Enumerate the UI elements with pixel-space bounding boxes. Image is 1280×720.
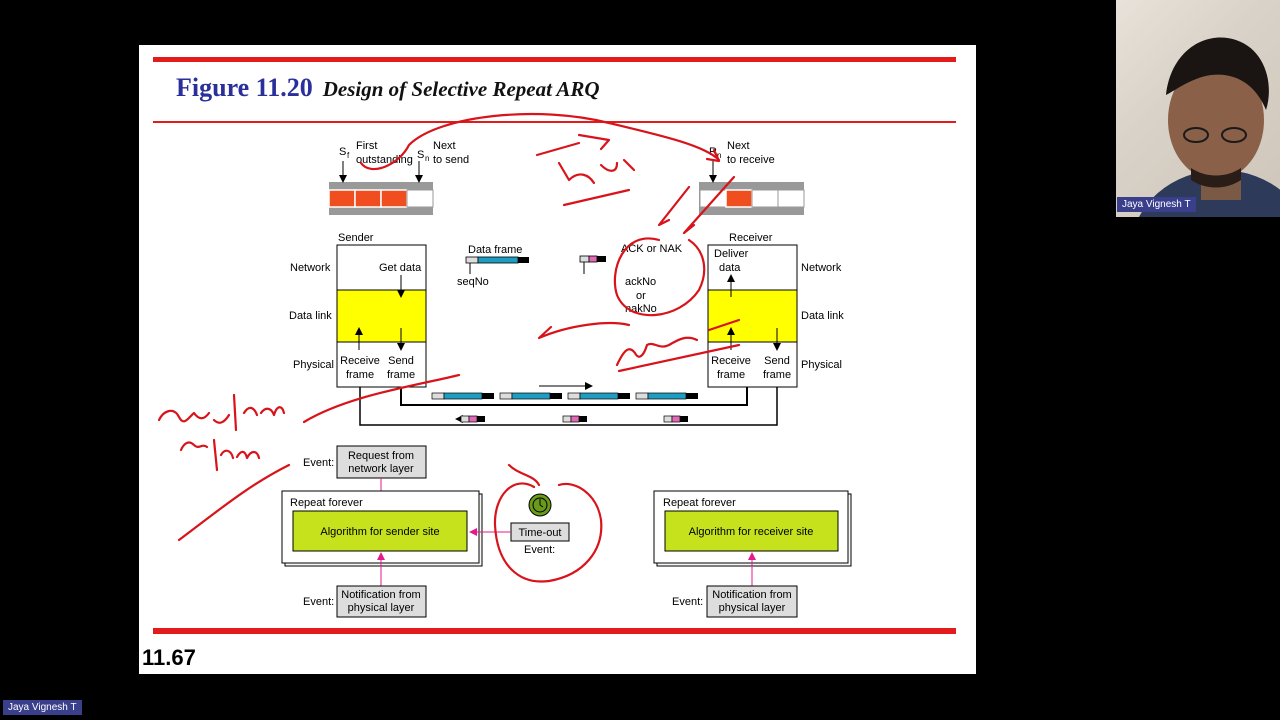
bottom-red-bar xyxy=(153,628,956,634)
svg-text:outstanding: outstanding xyxy=(356,154,413,166)
svg-text:Receive: Receive xyxy=(711,355,751,367)
sender-algorithm-label: Algorithm for sender site xyxy=(320,526,439,538)
svg-text:Physical: Physical xyxy=(801,359,842,371)
data-frame-legend: Data frame seqNo xyxy=(457,244,529,288)
svg-text:Physical: Physical xyxy=(293,359,334,371)
svg-text:Repeat forever: Repeat forever xyxy=(290,497,363,509)
svg-text:Network: Network xyxy=(801,262,842,274)
frame-ack-2 xyxy=(562,415,587,423)
svg-text:Event:: Event: xyxy=(303,457,334,469)
svg-text:Receiver: Receiver xyxy=(729,232,773,244)
participant-video[interactable]: Jaya Vignesh T xyxy=(1116,0,1280,217)
receiver-window: R n Next to receive xyxy=(699,140,805,215)
svg-text:or: or xyxy=(636,290,646,302)
svg-text:to receive: to receive xyxy=(727,154,775,166)
svg-text:Request from: Request from xyxy=(348,450,414,462)
figure-subtitle: Design of Selective Repeat ARQ xyxy=(322,77,600,101)
svg-text:ackNo: ackNo xyxy=(625,276,656,288)
receiver-events: Repeat forever Algorithm for receiver si… xyxy=(653,490,852,618)
figure-number: Figure 11.20 xyxy=(176,73,313,102)
frame-ack-3 xyxy=(663,415,688,423)
frame-data-3 xyxy=(567,392,630,400)
svg-text:Deliver: Deliver xyxy=(714,248,749,260)
corner-name-tag: Jaya Vignesh T xyxy=(3,700,82,715)
svg-text:to send: to send xyxy=(433,154,469,166)
physical-channel xyxy=(359,382,778,426)
sf-label: S xyxy=(339,146,346,158)
svg-text:seqNo: seqNo xyxy=(457,276,489,288)
svg-text:Data link: Data link xyxy=(289,310,332,322)
svg-text:Sender: Sender xyxy=(338,232,374,244)
figure-title: Figure 11.20 Design of Selective Repeat A… xyxy=(176,73,600,103)
svg-text:Data frame: Data frame xyxy=(468,244,522,256)
frame-data-1 xyxy=(431,392,494,400)
svg-text:frame: frame xyxy=(717,369,745,381)
svg-text:Next: Next xyxy=(727,140,750,152)
svg-text:Notification from: Notification from xyxy=(712,589,791,601)
svg-text:Event:: Event: xyxy=(303,596,334,608)
svg-text:f: f xyxy=(347,151,350,160)
receiver-algorithm-label: Algorithm for receiver site xyxy=(689,526,814,538)
svg-text:First: First xyxy=(356,140,377,152)
top-red-bar xyxy=(153,57,956,62)
svg-text:Receive: Receive xyxy=(340,355,380,367)
svg-text:Send: Send xyxy=(388,355,414,367)
svg-text:Network: Network xyxy=(290,262,331,274)
svg-text:Event:: Event: xyxy=(524,544,555,556)
svg-text:Get data: Get data xyxy=(379,262,422,274)
svg-text:data: data xyxy=(719,262,741,274)
svg-text:Data link: Data link xyxy=(801,310,844,322)
svg-text:network layer: network layer xyxy=(348,463,414,475)
svg-text:Notification from: Notification from xyxy=(341,589,420,601)
ink-annotations xyxy=(157,112,741,583)
title-underline xyxy=(153,121,956,123)
svg-text:frame: frame xyxy=(387,369,415,381)
svg-text:physical layer: physical layer xyxy=(719,602,786,614)
frame-data-2 xyxy=(499,392,562,400)
svg-text:Next: Next xyxy=(433,140,456,152)
sender-window: S f First outstanding S n Next to send xyxy=(328,140,469,215)
slide-page-number: 11.67 xyxy=(142,645,196,670)
frame-ack-1 xyxy=(460,415,485,423)
sender-stack: Sender Get data Receive frame Send frame… xyxy=(289,232,427,388)
ack-nak-legend: ACK or NAK ackNo or nakNo xyxy=(579,243,683,315)
sn-label: S xyxy=(417,149,424,161)
svg-text:Send: Send xyxy=(764,355,790,367)
receiver-stack: Receiver Deliver data Receive frame Send… xyxy=(707,232,844,388)
svg-text:physical layer: physical layer xyxy=(348,602,415,614)
participant-avatar-icon xyxy=(1139,37,1280,217)
svg-text:frame: frame xyxy=(346,369,374,381)
sender-events: Event: Request from network layer Repeat… xyxy=(281,445,570,618)
svg-text:n: n xyxy=(717,151,721,160)
svg-text:frame: frame xyxy=(763,369,791,381)
svg-text:Repeat forever: Repeat forever xyxy=(663,497,736,509)
presentation-slide: Figure 11.20 Design of Selective Repeat A… xyxy=(139,45,976,674)
frame-data-4 xyxy=(635,392,698,400)
arq-diagram: S f First outstanding S n Next to send R… xyxy=(157,112,852,618)
video-name-tag: Jaya Vignesh T xyxy=(1117,197,1196,212)
svg-text:ACK or NAK: ACK or NAK xyxy=(621,243,683,255)
rn-label: R xyxy=(709,146,717,158)
svg-text:n: n xyxy=(425,154,429,163)
svg-text:Event:: Event: xyxy=(672,596,703,608)
timeout-label: Time-out xyxy=(519,527,562,539)
